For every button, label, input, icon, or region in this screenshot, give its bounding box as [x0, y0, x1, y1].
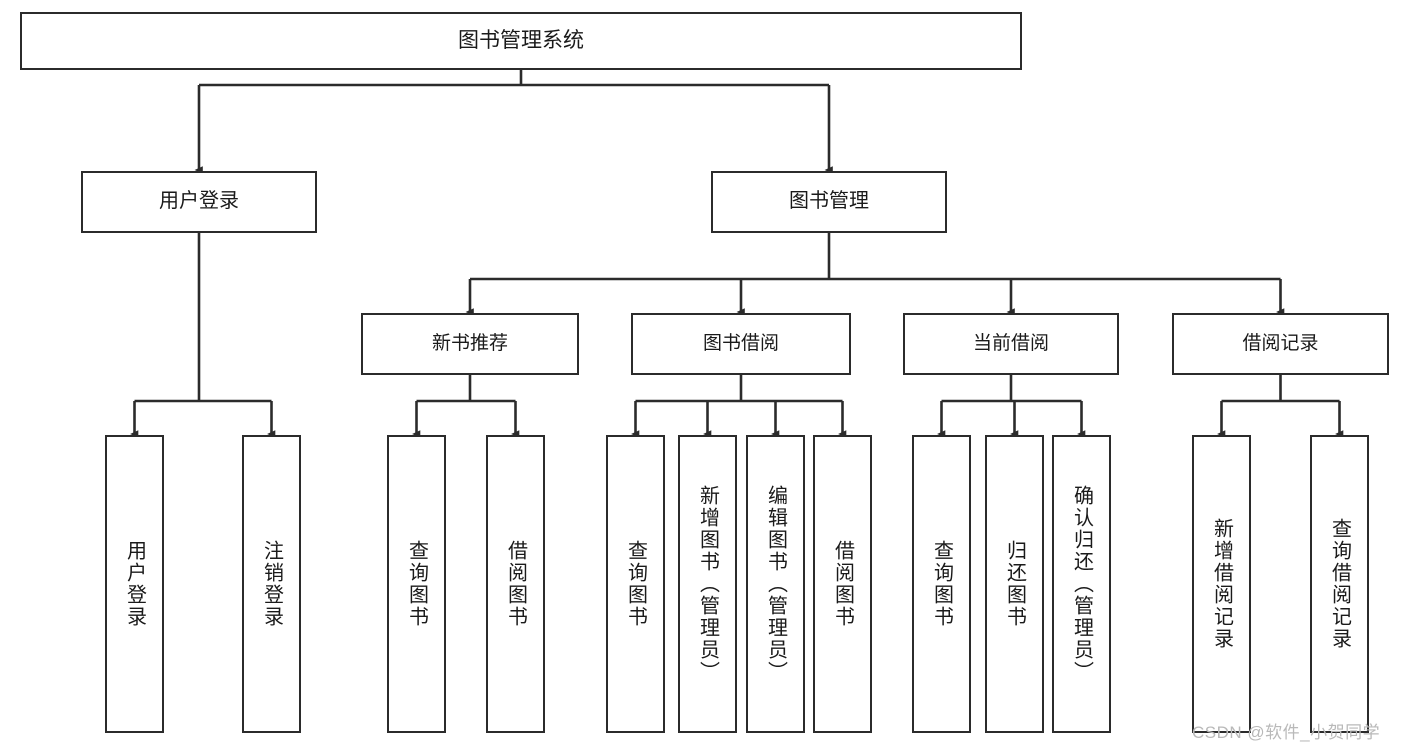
node-user-login[interactable]: 用户登录: [81, 171, 317, 233]
node-label: 借阅图书: [504, 540, 527, 628]
node-query-book-1[interactable]: 查询图书: [387, 435, 446, 733]
node-borrow-book-2[interactable]: 借阅图书: [813, 435, 872, 733]
node-book-borrow[interactable]: 图书借阅: [631, 313, 851, 375]
node-label: 图书借阅: [702, 332, 779, 354]
csdn-watermark: CSDN @软件_小贺同学: [1192, 723, 1381, 742]
node-label: 借阅图书: [831, 540, 854, 628]
node-label: 图书管理系统: [458, 28, 584, 52]
node-book-management[interactable]: 图书管理: [711, 171, 947, 233]
node-borrow-record[interactable]: 借阅记录: [1172, 313, 1389, 375]
node-query-record[interactable]: 查询借阅记录: [1310, 435, 1369, 733]
node-new-book-recommend[interactable]: 新书推荐: [361, 313, 579, 375]
node-label: 图书管理: [789, 190, 869, 213]
node-root-system[interactable]: 图书管理系统: [20, 12, 1022, 70]
node-add-record[interactable]: 新增借阅记录: [1192, 435, 1251, 733]
node-label: 用户登录: [159, 190, 239, 213]
node-logout[interactable]: 注销登录: [242, 435, 301, 733]
node-current-borrow[interactable]: 当前借阅: [903, 313, 1119, 375]
edges-group: [130, 70, 1344, 438]
node-confirm-return[interactable]: 确认归还（管理员）: [1052, 435, 1111, 733]
node-label: 编辑图书（管理员）: [764, 485, 787, 683]
node-label: 查询图书: [405, 540, 428, 628]
node-label: 归还图书: [1003, 540, 1026, 628]
node-edit-book[interactable]: 编辑图书（管理员）: [746, 435, 805, 733]
node-label: 当前借阅: [972, 332, 1049, 354]
node-label: 查询图书: [930, 540, 953, 628]
node-label: 注销登录: [260, 540, 283, 628]
node-borrow-book-1[interactable]: 借阅图书: [486, 435, 545, 733]
node-label: 确认归还（管理员）: [1070, 485, 1093, 683]
node-label: 查询图书: [624, 540, 647, 628]
node-add-book[interactable]: 新增图书（管理员）: [678, 435, 737, 733]
node-label: 用户登录: [123, 540, 146, 628]
node-label: 查询借阅记录: [1328, 518, 1351, 650]
node-return-book[interactable]: 归还图书: [985, 435, 1044, 733]
node-label: 新书推荐: [431, 332, 508, 354]
node-label: 新增图书（管理员）: [696, 485, 719, 683]
node-query-book-2[interactable]: 查询图书: [606, 435, 665, 733]
node-user-login[interactable]: 用户登录: [105, 435, 164, 733]
node-query-book-3[interactable]: 查询图书: [912, 435, 971, 733]
node-label: 借阅记录: [1242, 332, 1319, 354]
node-label: 新增借阅记录: [1210, 518, 1233, 650]
